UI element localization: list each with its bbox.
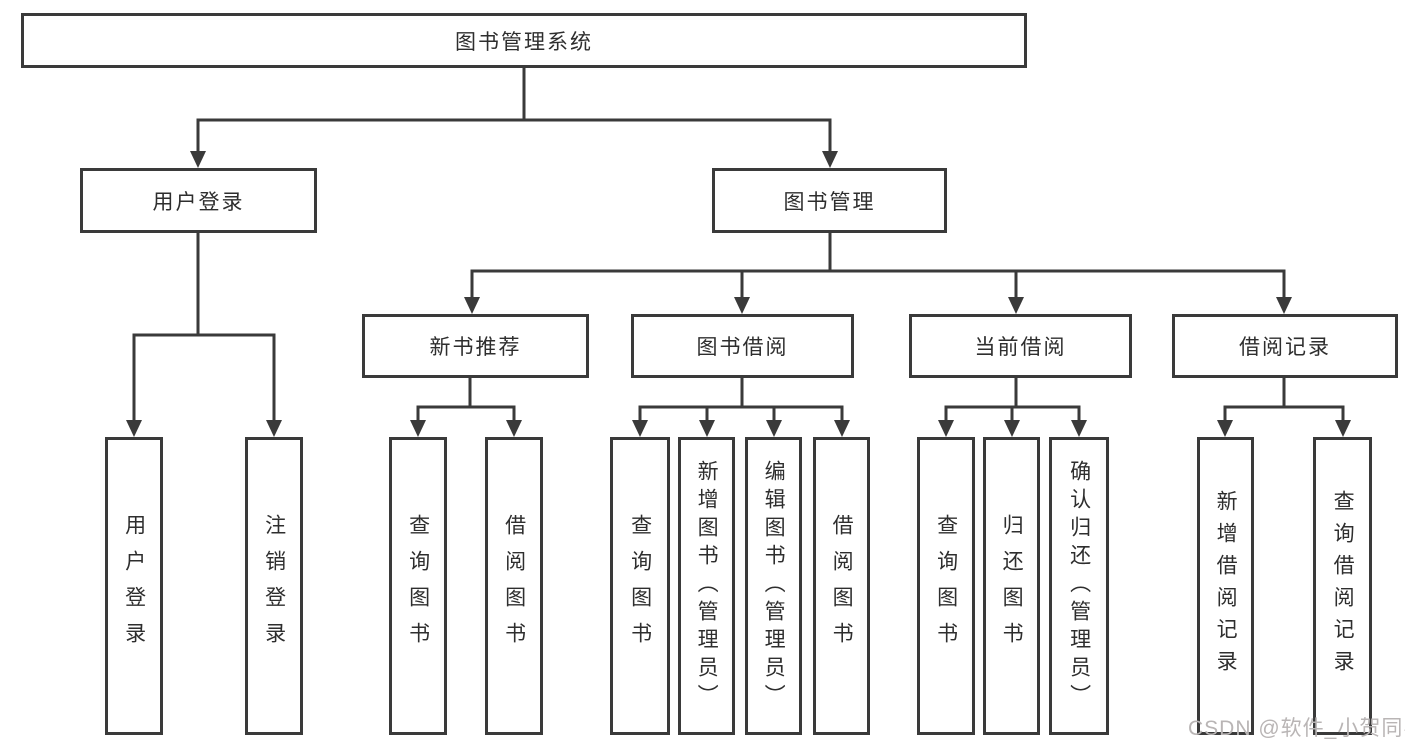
arrowhead <box>190 151 206 168</box>
node-label: 确认归还（管理员） <box>1067 460 1091 712</box>
node-label: 借阅图书 <box>502 514 526 658</box>
node-label: 用户登录 <box>122 514 146 658</box>
arrowhead <box>1071 420 1087 437</box>
node-return-books: 归还图书 <box>983 437 1040 735</box>
node-label: 编辑图书（管理员） <box>762 460 786 712</box>
node-borrow-books: 借阅图书 <box>813 437 870 735</box>
node-add-borrow-record: 新增借阅记录 <box>1197 437 1254 735</box>
arrowhead <box>734 297 750 314</box>
node-borrowing-records: 借阅记录 <box>1172 314 1398 378</box>
arrowhead <box>766 420 782 437</box>
arrowhead <box>938 420 954 437</box>
arrowhead <box>126 420 142 437</box>
node-query-books: 查询图书 <box>610 437 670 735</box>
node-label: 归还图书 <box>1000 514 1024 658</box>
node-label: 新增借阅记录 <box>1214 490 1238 682</box>
arrowhead <box>464 297 480 314</box>
arrowhead <box>506 420 522 437</box>
csdn-watermark: CSDN @软件_小贺同学 <box>1188 717 1405 740</box>
node-new-book-recommendation: 新书推荐 <box>362 314 589 378</box>
node-label: 查询图书 <box>406 514 430 658</box>
arrowhead <box>410 420 426 437</box>
node-book-borrowing: 图书借阅 <box>631 314 854 378</box>
node-user-login: 用户登录 <box>80 168 317 233</box>
arrowhead <box>1004 420 1020 437</box>
node-edit-book-admin: 编辑图书（管理员） <box>745 437 802 735</box>
node-label: 查询图书 <box>934 514 958 658</box>
node-query-books: 查询图书 <box>917 437 975 735</box>
node-current-borrowing: 当前借阅 <box>909 314 1132 378</box>
node-library-system: 图书管理系统 <box>21 13 1027 68</box>
arrowhead <box>834 420 850 437</box>
arrowhead <box>266 420 282 437</box>
arrowhead <box>1217 420 1233 437</box>
node-logout-action: 注销登录 <box>245 437 303 735</box>
arrowhead <box>822 151 838 168</box>
arrowhead <box>1335 420 1351 437</box>
node-borrow-books: 借阅图书 <box>485 437 543 735</box>
node-query-borrow-record: 查询借阅记录 <box>1313 437 1372 735</box>
node-label: 查询借阅记录 <box>1331 490 1355 682</box>
node-label: 查询图书 <box>628 514 652 658</box>
arrowhead <box>1008 297 1024 314</box>
arrowhead <box>1276 297 1292 314</box>
arrowhead <box>699 420 715 437</box>
arrowhead <box>632 420 648 437</box>
connector-path <box>132 68 1345 421</box>
node-query-books: 查询图书 <box>389 437 447 735</box>
node-user-login-action: 用户登录 <box>105 437 163 735</box>
node-label: 注销登录 <box>262 514 286 658</box>
node-label: 借阅图书 <box>830 514 854 658</box>
node-label: 新增图书（管理员） <box>695 460 719 712</box>
node-confirm-return-admin: 确认归还（管理员） <box>1049 437 1109 735</box>
node-add-book-admin: 新增图书（管理员） <box>678 437 735 735</box>
node-book-management: 图书管理 <box>712 168 947 233</box>
